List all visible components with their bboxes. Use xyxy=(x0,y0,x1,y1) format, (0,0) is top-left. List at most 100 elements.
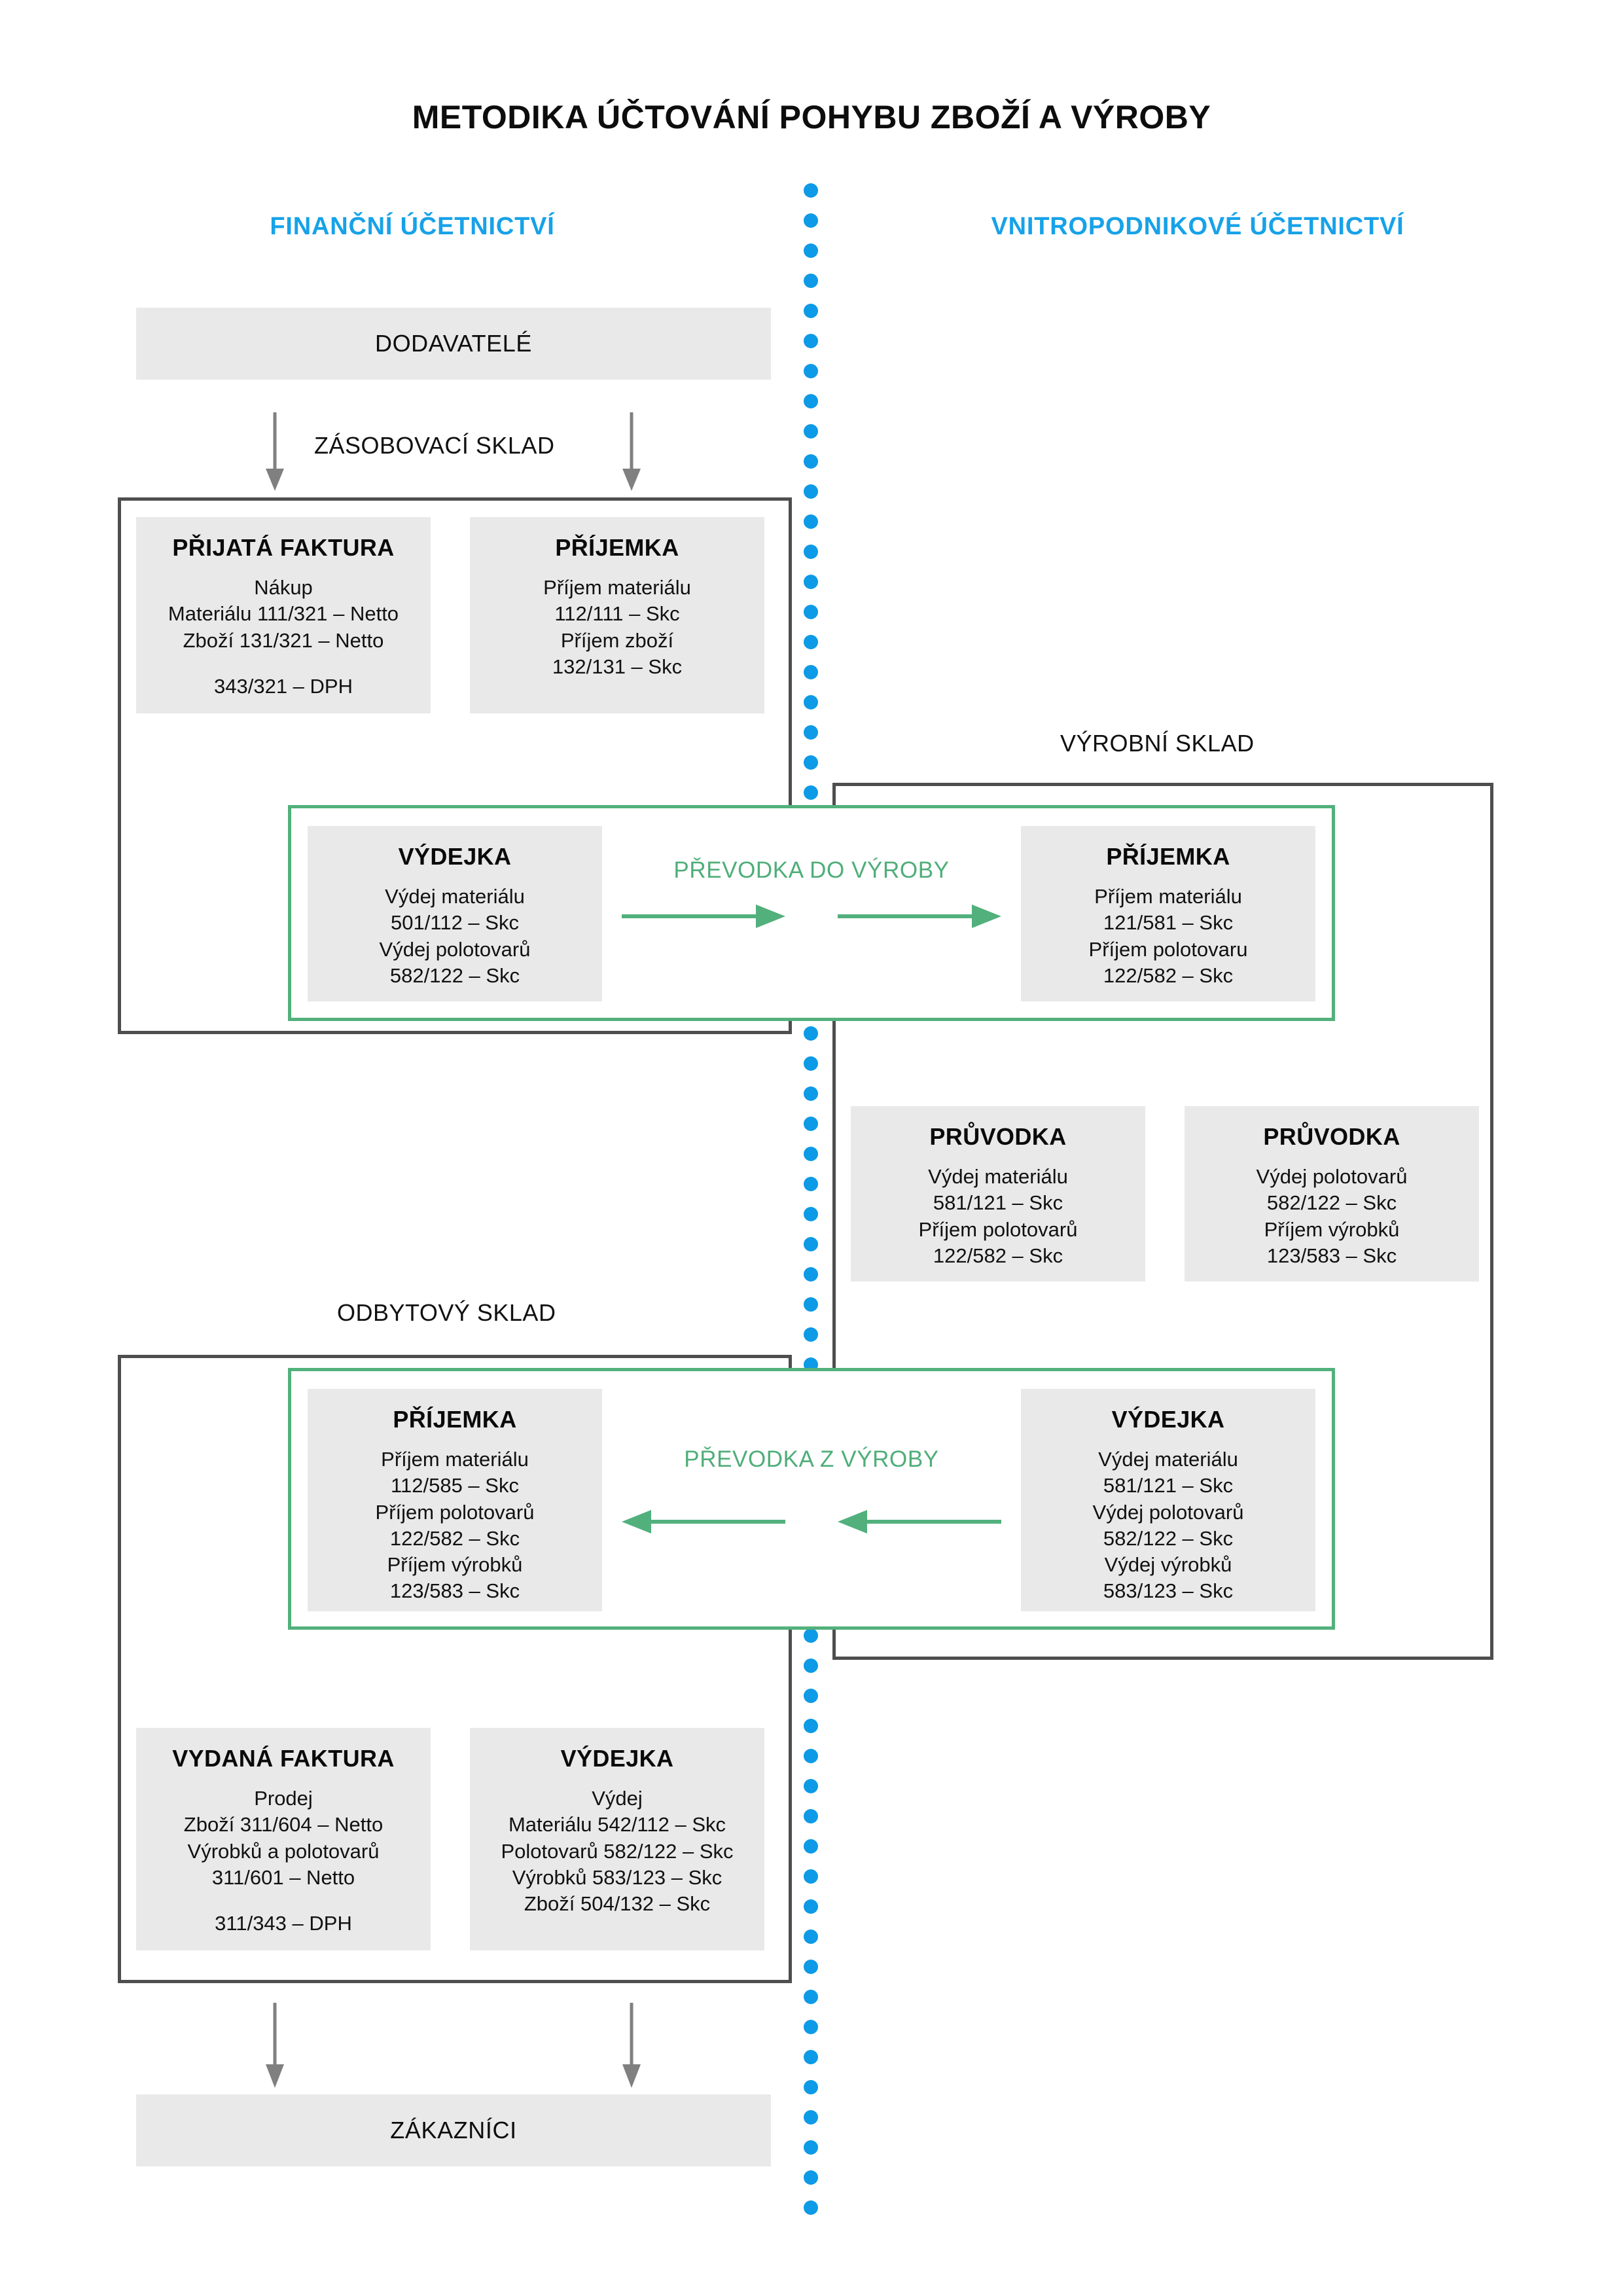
card-line: Výdej materiálu xyxy=(1098,1448,1238,1471)
card-line: 582/122 – Skc xyxy=(1266,1191,1397,1215)
column-heading-financial-accounting: FINANČNÍ ÚČETNICTVÍ xyxy=(270,213,555,240)
divider-dot xyxy=(804,2050,818,2064)
card-line: Příjem polotovarů xyxy=(375,1500,535,1524)
card-line: Materiálu 542/112 – Skc xyxy=(508,1813,726,1837)
production-warehouse-label: VÝROBNÍ SKLAD xyxy=(1060,730,1255,757)
divider-dot xyxy=(804,725,818,740)
card-line: Výdej materiálu xyxy=(928,1165,1068,1188)
arrow-to-production-second-icon xyxy=(838,905,1001,928)
divider-dot xyxy=(804,1749,818,1763)
divider-dot xyxy=(804,2110,818,2125)
arrow-from-production-first-icon xyxy=(622,1510,785,1534)
card-line: 311/343 – DPH xyxy=(215,1912,352,1935)
card-line: 583/123 – Skc xyxy=(1103,1579,1234,1603)
card-title: VÝDEJKA xyxy=(398,843,512,870)
divider-dot xyxy=(804,1297,818,1312)
divider-dot xyxy=(804,1628,818,1643)
card-title: PRŮVODKA xyxy=(1263,1123,1400,1150)
card-line: 581/121 – Skc xyxy=(1103,1474,1234,1498)
card-line: 311/601 – Netto xyxy=(211,1865,355,1889)
card-line: Příjem materiálu xyxy=(543,576,691,599)
production-warehouse-frame xyxy=(832,783,1493,1660)
divider-dot xyxy=(804,364,818,378)
divider-dot xyxy=(804,2020,818,2034)
customers-box: ZÁKAZNÍCI xyxy=(136,2094,771,2166)
card-line: Polotovarů 582/122 – Skc xyxy=(501,1839,734,1863)
divider-dot xyxy=(804,1809,818,1823)
card-line: 501/112 – Skc xyxy=(391,911,519,935)
divider-dot xyxy=(804,1117,818,1131)
divider-dot xyxy=(804,1056,818,1071)
transfer-from-production-label: PŘEVODKA Z VÝROBY xyxy=(684,1446,939,1472)
card-prijemka-from-production: PŘÍJEMKA Příjem materiálu 112/585 – Skc … xyxy=(308,1389,602,1611)
card-line: 123/583 – Skc xyxy=(1266,1244,1397,1267)
card-vydana-faktura: VYDANÁ FAKTURA Prodej Zboží 311/604 – Ne… xyxy=(136,1728,431,1950)
card-line: Zboží 311/604 – Netto xyxy=(183,1813,383,1837)
card-line: 122/582 – Skc xyxy=(1103,963,1234,987)
divider-dot xyxy=(804,1779,818,1793)
divider-dot xyxy=(804,424,818,439)
divider-dot xyxy=(804,1929,818,1944)
divider-dot xyxy=(804,2080,818,2094)
divider-dot xyxy=(804,785,818,800)
divider-dot xyxy=(804,695,818,709)
divider-dot xyxy=(804,1689,818,1703)
card-line: Příjem materiálu xyxy=(1094,885,1242,908)
card-line: 112/111 – Skc xyxy=(554,602,680,626)
divider-dot xyxy=(804,605,818,619)
sales-warehouse-label: ODBYTOVÝ SKLAD xyxy=(337,1299,556,1326)
card-line: Výdej xyxy=(592,1787,643,1810)
divider-dot xyxy=(804,1086,818,1101)
divider-dot xyxy=(804,755,818,770)
divider-dot xyxy=(804,454,818,469)
card-prijata-faktura: PŘIJATÁ FAKTURA Nákup Materiálu 111/321 … xyxy=(136,517,431,713)
card-line: 582/122 – Skc xyxy=(389,963,520,987)
divider-dot xyxy=(804,1719,818,1733)
card-line: Zboží 131/321 – Netto xyxy=(183,628,384,652)
divider-dot xyxy=(804,1899,818,1914)
arrow-from-production-second-icon xyxy=(838,1510,1001,1534)
card-line: Zboží 504/132 – Skc xyxy=(524,1892,711,1916)
divider-dot xyxy=(804,1237,818,1251)
card-title: PŘÍJEMKA xyxy=(555,534,679,561)
card-line: 581/121 – Skc xyxy=(933,1191,1063,1215)
card-line: Výrobků a polotovarů xyxy=(187,1839,380,1863)
card-line: Nákup xyxy=(254,576,313,599)
card-pruvodka-semifinished: PRŮVODKA Výdej polotovarů 582/122 – Skc … xyxy=(1185,1106,1479,1282)
card-line: Příjem materiálu xyxy=(381,1448,529,1471)
arrow-invoice-to-customers-icon xyxy=(266,2003,284,2088)
divider-dot xyxy=(804,1026,818,1041)
suppliers-box: DODAVATELÉ xyxy=(136,308,771,380)
divider-dot xyxy=(804,2200,818,2215)
divider-dot xyxy=(804,484,818,499)
divider-dot xyxy=(804,1960,818,1974)
column-heading-internal-accounting: VNITROPODNIKOVÉ ÚČETNICTVÍ xyxy=(991,213,1404,240)
card-title: PRŮVODKA xyxy=(929,1123,1067,1150)
divider-dot xyxy=(804,394,818,408)
card-line: Výdej polotovarů xyxy=(1092,1500,1244,1524)
card-line: Výdej polotovarů xyxy=(379,937,531,961)
card-line: Příjem výrobků xyxy=(387,1553,523,1577)
card-line: 123/583 – Skc xyxy=(389,1579,520,1603)
card-title: VÝDEJKA xyxy=(1111,1406,1225,1433)
card-title: PŘÍJEMKA xyxy=(393,1406,517,1433)
card-vydejka-sales: VÝDEJKA Výdej Materiálu 542/112 – Skc Po… xyxy=(470,1728,764,1950)
card-line: Výrobků 583/123 – Skc xyxy=(512,1865,722,1889)
arrow-to-production-first-icon xyxy=(622,905,785,928)
divider-dot xyxy=(804,213,818,228)
suppliers-label: DODAVATELÉ xyxy=(374,330,533,357)
divider-dot xyxy=(804,183,818,198)
divider-dot xyxy=(804,1267,818,1282)
arrow-issue-to-customers-icon xyxy=(622,2003,641,2088)
card-prijemka-supply: PŘÍJEMKA Příjem materiálu 112/111 – Skc … xyxy=(470,517,764,713)
divider-dot xyxy=(804,1659,818,1673)
card-line: Příjem výrobků xyxy=(1264,1217,1400,1241)
divider-dot xyxy=(804,665,818,679)
divider-dot xyxy=(804,243,818,258)
divider-dot xyxy=(804,1207,818,1221)
card-line: 343/321 – DPH xyxy=(214,674,353,698)
card-line: Výdej materiálu xyxy=(385,885,525,908)
arrow-suppliers-to-invoice-icon xyxy=(266,412,284,491)
card-line: 112/585 – Skc xyxy=(391,1474,519,1498)
divider-dot xyxy=(804,2170,818,2185)
